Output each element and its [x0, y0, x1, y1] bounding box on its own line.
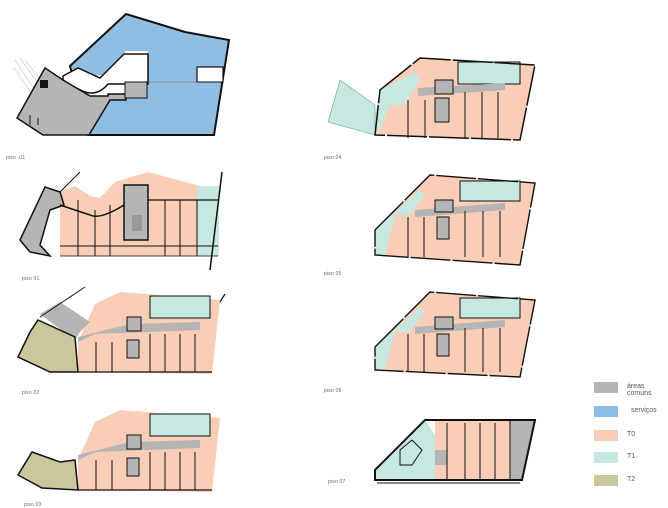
floor-plan-piso-04: piso 04: [320, 50, 540, 161]
legend-label: áreas comuns: [627, 383, 652, 397]
floor-label: piso 06: [324, 388, 342, 394]
floor-plan-drawing: [13, 12, 231, 136]
floor-label: piso 04: [324, 155, 342, 161]
floor-plan-piso-05: piso 05: [324, 165, 540, 277]
legend-label: T1: [627, 453, 636, 460]
floor-plan-drawing: [374, 419, 537, 484]
floor-plan-piso-07: piso 07: [328, 395, 540, 485]
legend-swatch: [594, 406, 618, 417]
legend-swatch: [594, 452, 618, 463]
floor-plan-piso-02: piso 02: [0, 282, 240, 396]
floor-plan-piso-06: piso 06: [324, 282, 540, 394]
floor-label: piso 05: [324, 271, 342, 277]
legend-item-t0: T0: [594, 430, 668, 444]
floor-plan-drawing: [327, 57, 536, 141]
legend-swatch: [594, 382, 618, 393]
legend-item-t2: T2: [594, 475, 668, 489]
legend-label: T2: [627, 476, 636, 483]
floor-plan-drawing: [16, 410, 220, 492]
floor-label: piso -01: [6, 155, 26, 161]
floor-label: piso 02: [22, 390, 40, 396]
floor-label: piso 07: [328, 479, 346, 485]
floor-plan-drawing: [19, 171, 223, 271]
legend-swatch: [594, 430, 618, 441]
floor-plan-drawing: [374, 291, 536, 378]
floor-plan-piso-03: piso 03: [0, 400, 240, 508]
legend-item-servicos: serviços: [594, 406, 668, 420]
floor-plan-drawing: [16, 286, 226, 374]
floor-plan-drawing: [374, 174, 536, 266]
legend-label: serviços: [631, 407, 657, 414]
floor-plan-piso-minus-01: piso -01: [0, 0, 240, 161]
legend-swatch: [594, 475, 618, 486]
floor-label: piso 03: [24, 502, 42, 508]
legend-item-comuns: áreas comuns: [594, 382, 668, 397]
floor-plan-piso-01: piso 01: [0, 160, 240, 282]
floor-label: piso 01: [22, 276, 40, 282]
legend-item-t1: T1: [594, 452, 668, 466]
legend-label: T0: [627, 431, 636, 438]
